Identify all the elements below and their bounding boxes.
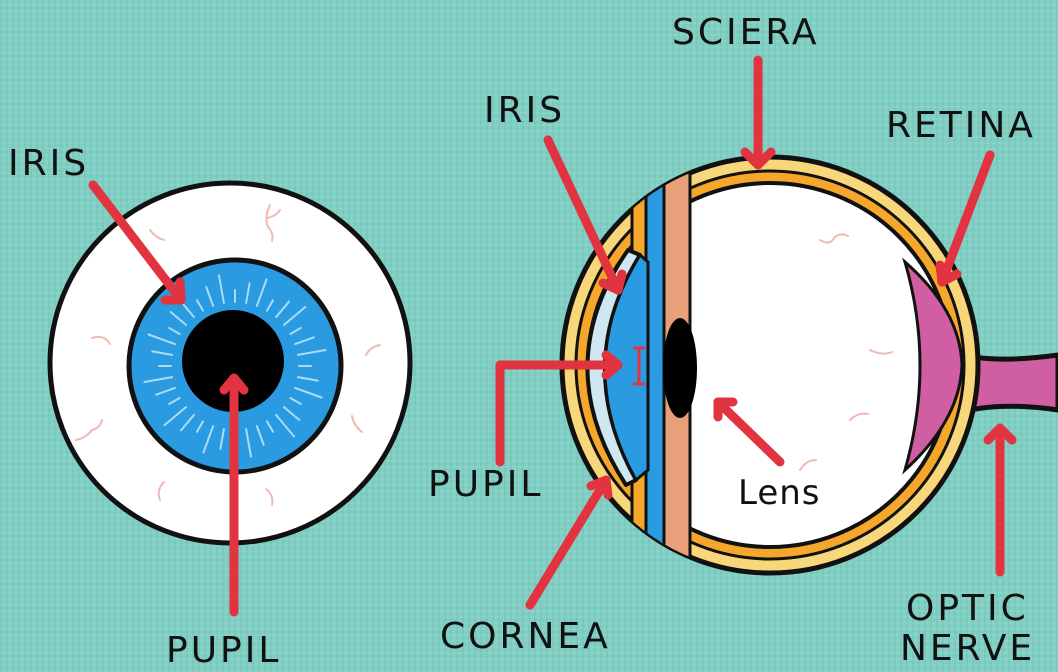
arrow-retina [940, 155, 990, 282]
label-front-iris: IRIS [8, 143, 89, 184]
label-front-pupil: PUPIL [166, 630, 281, 671]
label-pupil-section: PUPIL [428, 464, 543, 505]
label-optic-nerve-line1: OPTIC [906, 588, 1029, 629]
label-retina: RETINA [886, 105, 1036, 146]
label-optic-nerve-line2: NERVE [900, 628, 1035, 669]
label-iris-section: IRIS [484, 90, 565, 131]
arrow-sclera [745, 60, 771, 165]
arrow-optic-nerve [988, 428, 1012, 572]
lens [663, 318, 697, 418]
label-sclera: SCIERA [672, 12, 820, 53]
label-cornea: CORNEA [440, 616, 611, 657]
label-lens: Lens [738, 473, 821, 513]
